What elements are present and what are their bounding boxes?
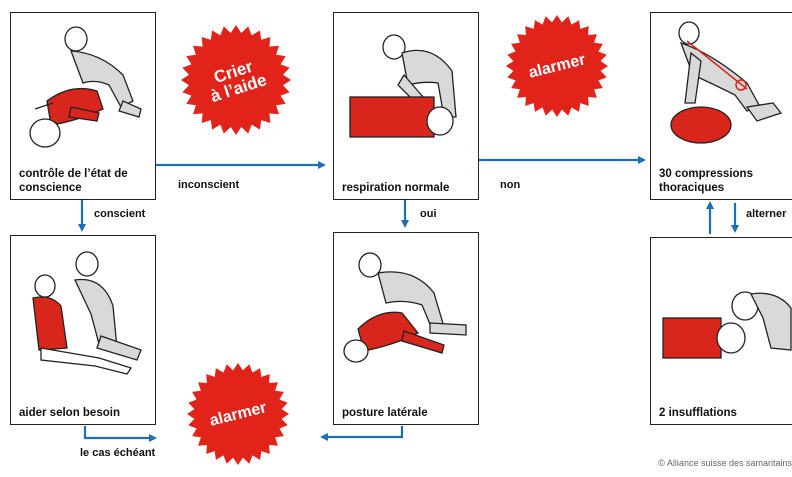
breathing-check-illustration bbox=[349, 34, 457, 138]
step-compressions-label: 30 compressions thoraciques bbox=[659, 168, 753, 194]
badge-alarm-bottom-text: alarmer bbox=[207, 398, 269, 430]
compressions-illustration bbox=[670, 21, 783, 144]
burst-shape-alarm-top bbox=[506, 15, 608, 117]
arrow-lateral-to-alarm bbox=[320, 426, 404, 441]
arrow-if-needed bbox=[83, 426, 157, 442]
insufflations-illustration bbox=[662, 291, 792, 359]
copyright-notice: © Alliance suisse des samaritains bbox=[658, 458, 792, 468]
step-lateral-position: posture latérale bbox=[333, 232, 479, 425]
burst-shape-shout bbox=[181, 25, 291, 135]
badge-alarm-top-text: alarmer bbox=[526, 50, 588, 82]
step-consciousness-check: contrôle de l’état de conscience bbox=[10, 12, 156, 200]
edge-label-alternate: alterner bbox=[746, 208, 787, 220]
step-help-as-needed: aider selon besoin bbox=[10, 235, 156, 425]
step-insufflations: 2 insufflations bbox=[650, 237, 792, 425]
badge-alarm-bottom: alarmer bbox=[186, 362, 290, 466]
step-breathing-label: respiration normale bbox=[342, 182, 450, 194]
step-consciousness-label: contrôle de l’état de conscience bbox=[19, 168, 128, 194]
step-lateral-label: posture latérale bbox=[342, 407, 428, 419]
help-illustration bbox=[32, 251, 142, 375]
edge-label-unconscious: inconscient bbox=[178, 179, 240, 191]
edge-label-conscious: conscient bbox=[94, 208, 146, 220]
consciousness-check-illustration bbox=[29, 26, 142, 148]
edge-label-yes: oui bbox=[420, 208, 437, 220]
step-insufflations-label: 2 insufflations bbox=[659, 407, 737, 419]
edge-label-no: non bbox=[500, 179, 521, 191]
lateral-position-illustration bbox=[343, 252, 467, 363]
burst-shape-alarm-bottom bbox=[187, 363, 289, 465]
badge-alarm-top: alarmer bbox=[505, 14, 609, 118]
edge-label-if-needed: le cas échéant bbox=[80, 447, 156, 459]
step-chest-compressions: 30 compressions thoraciques bbox=[650, 12, 792, 200]
step-normal-breathing: respiration normale bbox=[333, 12, 479, 200]
step-help-label: aider selon besoin bbox=[19, 407, 120, 419]
